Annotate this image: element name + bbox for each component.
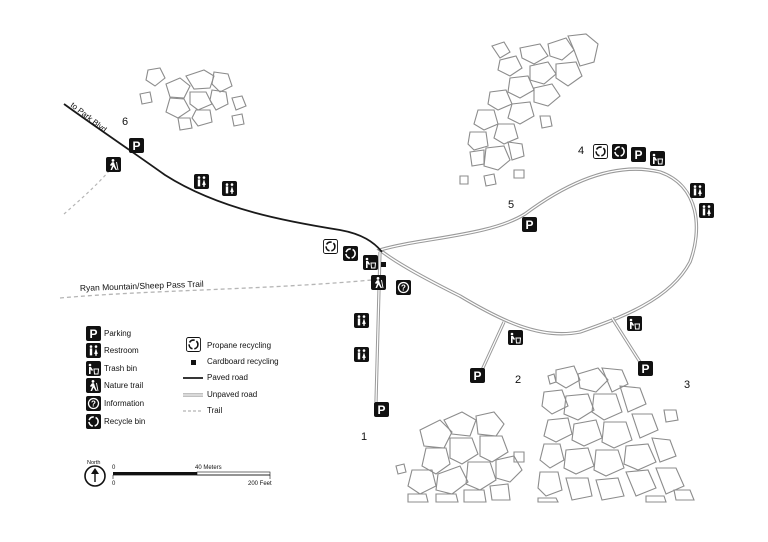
parking-icon[interactable]: [374, 402, 389, 417]
trash-bin-icon[interactable]: [362, 254, 379, 271]
site-number-1: 1: [361, 431, 367, 443]
trail-ryan-mountain[interactable]: [59, 279, 373, 299]
restroom-icon[interactable]: [690, 183, 705, 198]
trash-bin-icon: [85, 360, 102, 377]
nature-trail-icon[interactable]: [105, 156, 122, 173]
legend-label-restroom: Restroom: [104, 346, 139, 355]
site-number-3: 3: [684, 379, 690, 391]
cardboard-recycling-icon[interactable]: [381, 262, 386, 267]
trail-label-ryan-mountain: Ryan Mountain/Sheep Pass Trail: [80, 279, 204, 293]
trash-bin-icon[interactable]: [507, 329, 524, 346]
north-arrow: [84, 465, 106, 487]
information-icon: [85, 395, 102, 412]
legend-label-trash-bin: Trash bin: [104, 364, 138, 373]
nature-trail-icon[interactable]: [370, 274, 387, 291]
recycle-bin-icon: [85, 413, 102, 430]
site-number-5: 5: [508, 199, 514, 211]
legend-label-cardboard-recycling: Cardboard recycling: [207, 357, 279, 366]
site-number-4: 4: [578, 145, 584, 157]
legend-label-unpaved-road: Unpaved road: [207, 390, 258, 399]
propane-recycling-icon: [185, 336, 202, 353]
legend-label-paved-road: Paved road: [207, 373, 248, 382]
nature-trail-icon: [85, 377, 102, 394]
restroom-icon: [86, 343, 101, 358]
north-label: North: [87, 460, 100, 466]
parking-icon[interactable]: [522, 217, 537, 232]
parking-icon: [86, 326, 101, 341]
restroom-icon[interactable]: [354, 347, 369, 362]
recycle-bin-icon[interactable]: [611, 143, 628, 160]
recycle-bin-icon[interactable]: [342, 245, 359, 262]
legend-label-information: Information: [104, 399, 145, 408]
rock-formation-northwest: [139, 67, 247, 131]
scale-feet-label: 200 Feet: [248, 481, 272, 487]
scale-feet-zero: 0: [112, 481, 116, 487]
parking-icon[interactable]: [631, 147, 646, 162]
cardboard-recycling-icon: [191, 360, 196, 365]
propane-recycling-icon[interactable]: [322, 238, 339, 255]
scale-meters-zero: 0: [112, 465, 116, 471]
site-number-6: 6: [122, 116, 128, 128]
propane-recycling-icon[interactable]: [592, 143, 609, 160]
restroom-icon[interactable]: [699, 203, 714, 218]
rock-formation-north: [459, 33, 599, 187]
trail-nature-spur[interactable]: [63, 169, 111, 215]
rock-formation-south: [395, 365, 695, 503]
parking-icon[interactable]: [470, 368, 485, 383]
legend-label-parking: Parking: [104, 329, 132, 338]
restroom-icon[interactable]: [354, 313, 369, 328]
scale-bar: [112, 471, 271, 479]
legend-label-nature-trail: Nature trail: [104, 381, 144, 390]
parking-icon[interactable]: [638, 361, 653, 376]
restroom-icon[interactable]: [194, 174, 209, 189]
legend-label-recycle-bin: Recycle bin: [104, 417, 146, 426]
trash-bin-icon[interactable]: [649, 150, 666, 167]
unpaved-road-loop[interactable]: [376, 167, 699, 336]
paved-road-park-blvd[interactable]: [63, 103, 383, 253]
legend-label-propane-recycling: Propane recycling: [207, 341, 272, 350]
road-label-to-park-blvd: to Park Blvd: [69, 100, 109, 134]
legend-symbols: [85, 326, 203, 430]
scale-meters-label: 40 Meters: [195, 465, 222, 471]
legend-label-trail: Trail: [207, 406, 223, 415]
information-icon[interactable]: [395, 279, 412, 296]
site-number-2: 2: [515, 374, 521, 386]
trash-bin-icon[interactable]: [626, 315, 643, 332]
parking-icon[interactable]: [129, 138, 144, 153]
restroom-icon[interactable]: [222, 181, 237, 196]
